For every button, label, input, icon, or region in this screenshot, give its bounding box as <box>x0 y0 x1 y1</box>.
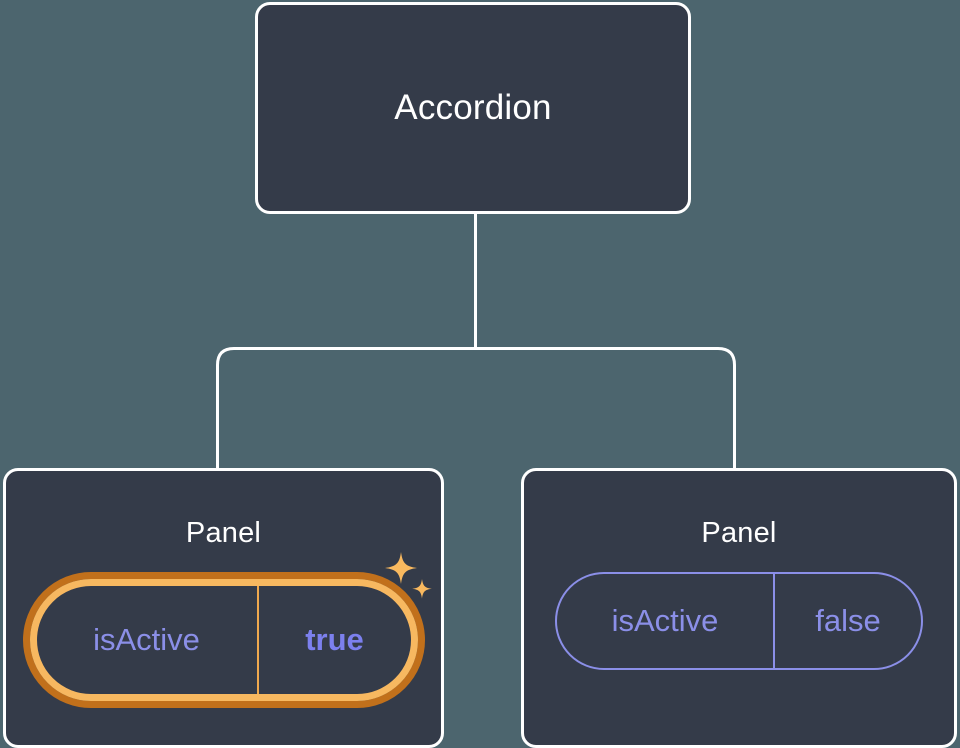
prop-pill[interactable]: isActive false <box>555 572 923 670</box>
node-panel-active[interactable]: Panel isActive true <box>3 468 444 748</box>
node-title: Panel <box>185 517 262 549</box>
prop-value: false <box>773 574 921 668</box>
prop-key: isActive <box>93 622 200 657</box>
connector-branch-left <box>216 347 476 468</box>
node-panel-inactive[interactable]: Panel isActive false <box>521 468 957 748</box>
node-accordion[interactable]: Accordion <box>255 2 691 214</box>
prop-key: isActive <box>611 603 719 638</box>
prop-value: true <box>256 586 411 694</box>
prop-pill-inner: isActive true <box>29 579 418 701</box>
connector-branch-right <box>475 347 736 468</box>
node-title: Panel <box>701 517 777 549</box>
prop-pill-wrapper: isActive true <box>22 552 432 708</box>
prop-pill-highlighted[interactable]: isActive true <box>22 572 425 708</box>
prop-pill-wrapper: isActive false <box>555 572 923 670</box>
sparkle-icon-small <box>411 579 432 599</box>
node-title: Accordion <box>394 88 552 127</box>
